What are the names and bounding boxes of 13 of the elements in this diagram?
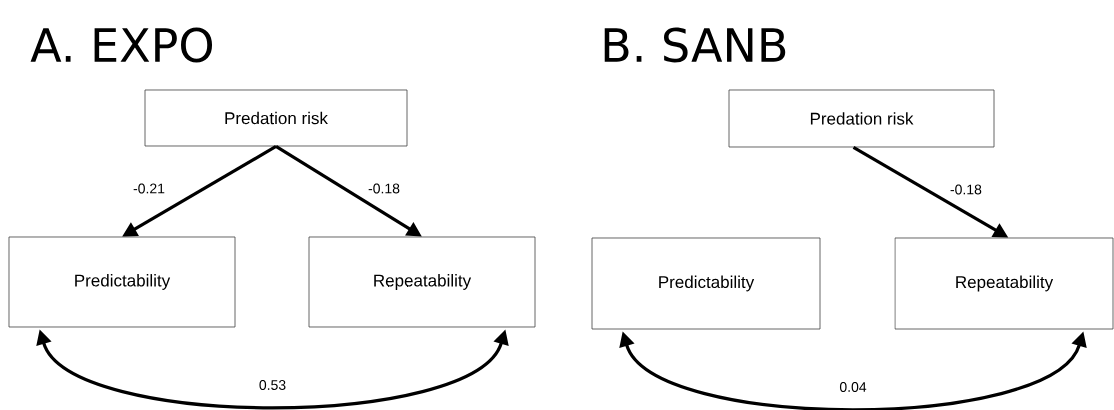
variable-box: Predictability: [591, 237, 821, 330]
variable-box: Predictability: [8, 236, 236, 328]
variable-box: Predation risk: [144, 89, 408, 147]
edge-label: -0.18: [367, 182, 401, 195]
edge-label: 0.04: [838, 381, 868, 393]
panel-title: B. SANB: [604, 27, 786, 63]
panel-title: A. EXPO: [30, 27, 213, 63]
variable-box: Repeatability: [308, 236, 536, 328]
variable-box: Repeatability: [894, 237, 1114, 330]
edge-label: 0.53: [257, 379, 288, 391]
edge-label: -0.18: [948, 183, 983, 196]
edge-label: -0.21: [132, 182, 166, 195]
variable-box: Predation risk: [728, 89, 995, 148]
